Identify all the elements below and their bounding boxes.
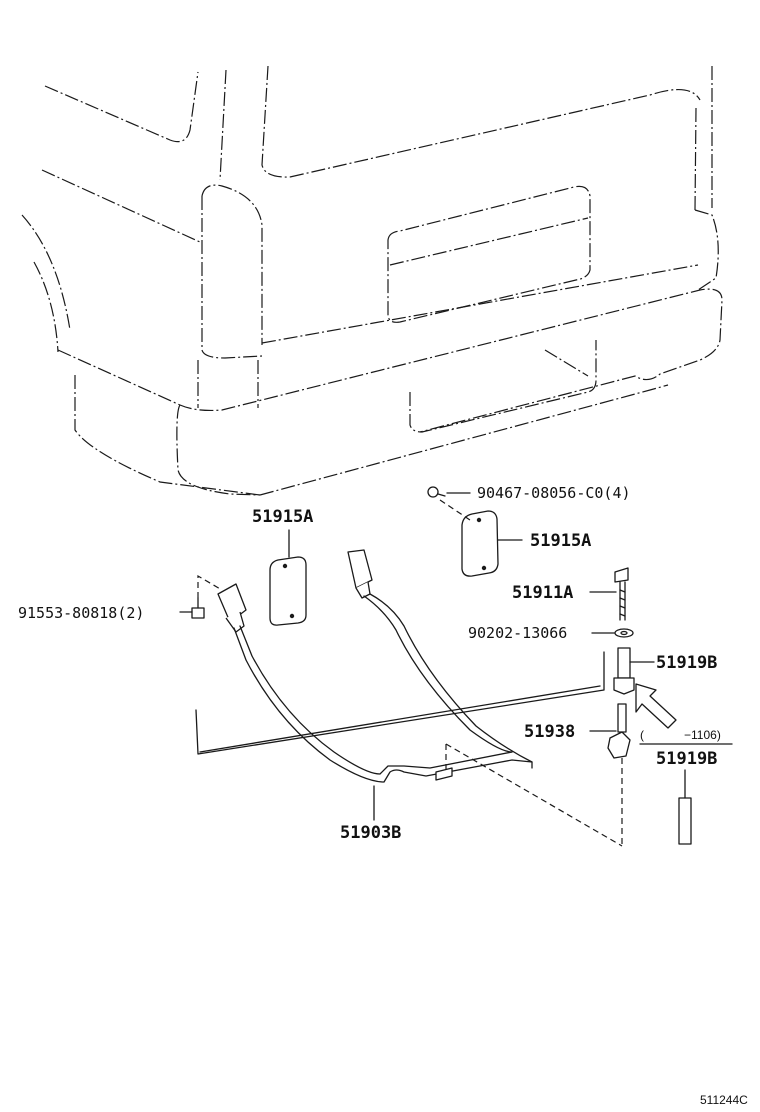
applicability-open: (	[640, 728, 644, 742]
pad-51915A-left	[269, 529, 307, 626]
label-51919B-bottom: 51919B	[656, 749, 717, 769]
label-91553: 91553-80818(2)	[18, 604, 144, 622]
bolt-51911A	[589, 567, 629, 621]
labels: 51915A 90467-08056-C0(4) 51915A 91553-80…	[18, 484, 748, 1107]
vehicle-body	[21, 65, 723, 496]
label-51903B: 51903B	[340, 823, 401, 843]
label-51915A-left: 51915A	[252, 507, 313, 527]
label-90202: 90202-13066	[468, 624, 567, 642]
label-51915A-right: 51915A	[530, 531, 591, 551]
pin-51919B-top	[613, 647, 655, 695]
view-arrow-icon	[635, 683, 677, 729]
diagram-code: 511244C	[700, 1093, 748, 1107]
label-51911A: 51911A	[512, 583, 573, 603]
bolt-91553	[179, 574, 223, 619]
pad-51915A-right	[461, 510, 523, 577]
pin-51919B-bottom	[678, 769, 692, 845]
washer-90202	[591, 628, 634, 638]
applicability-range: −1106)	[684, 728, 721, 742]
label-51938: 51938	[524, 722, 575, 742]
carrier-51903B	[195, 549, 623, 847]
screw-90467	[427, 486, 471, 521]
nut-51938	[589, 703, 631, 846]
label-90467: 90467-08056-C0(4)	[477, 484, 631, 502]
label-51919B-top: 51919B	[656, 653, 717, 673]
